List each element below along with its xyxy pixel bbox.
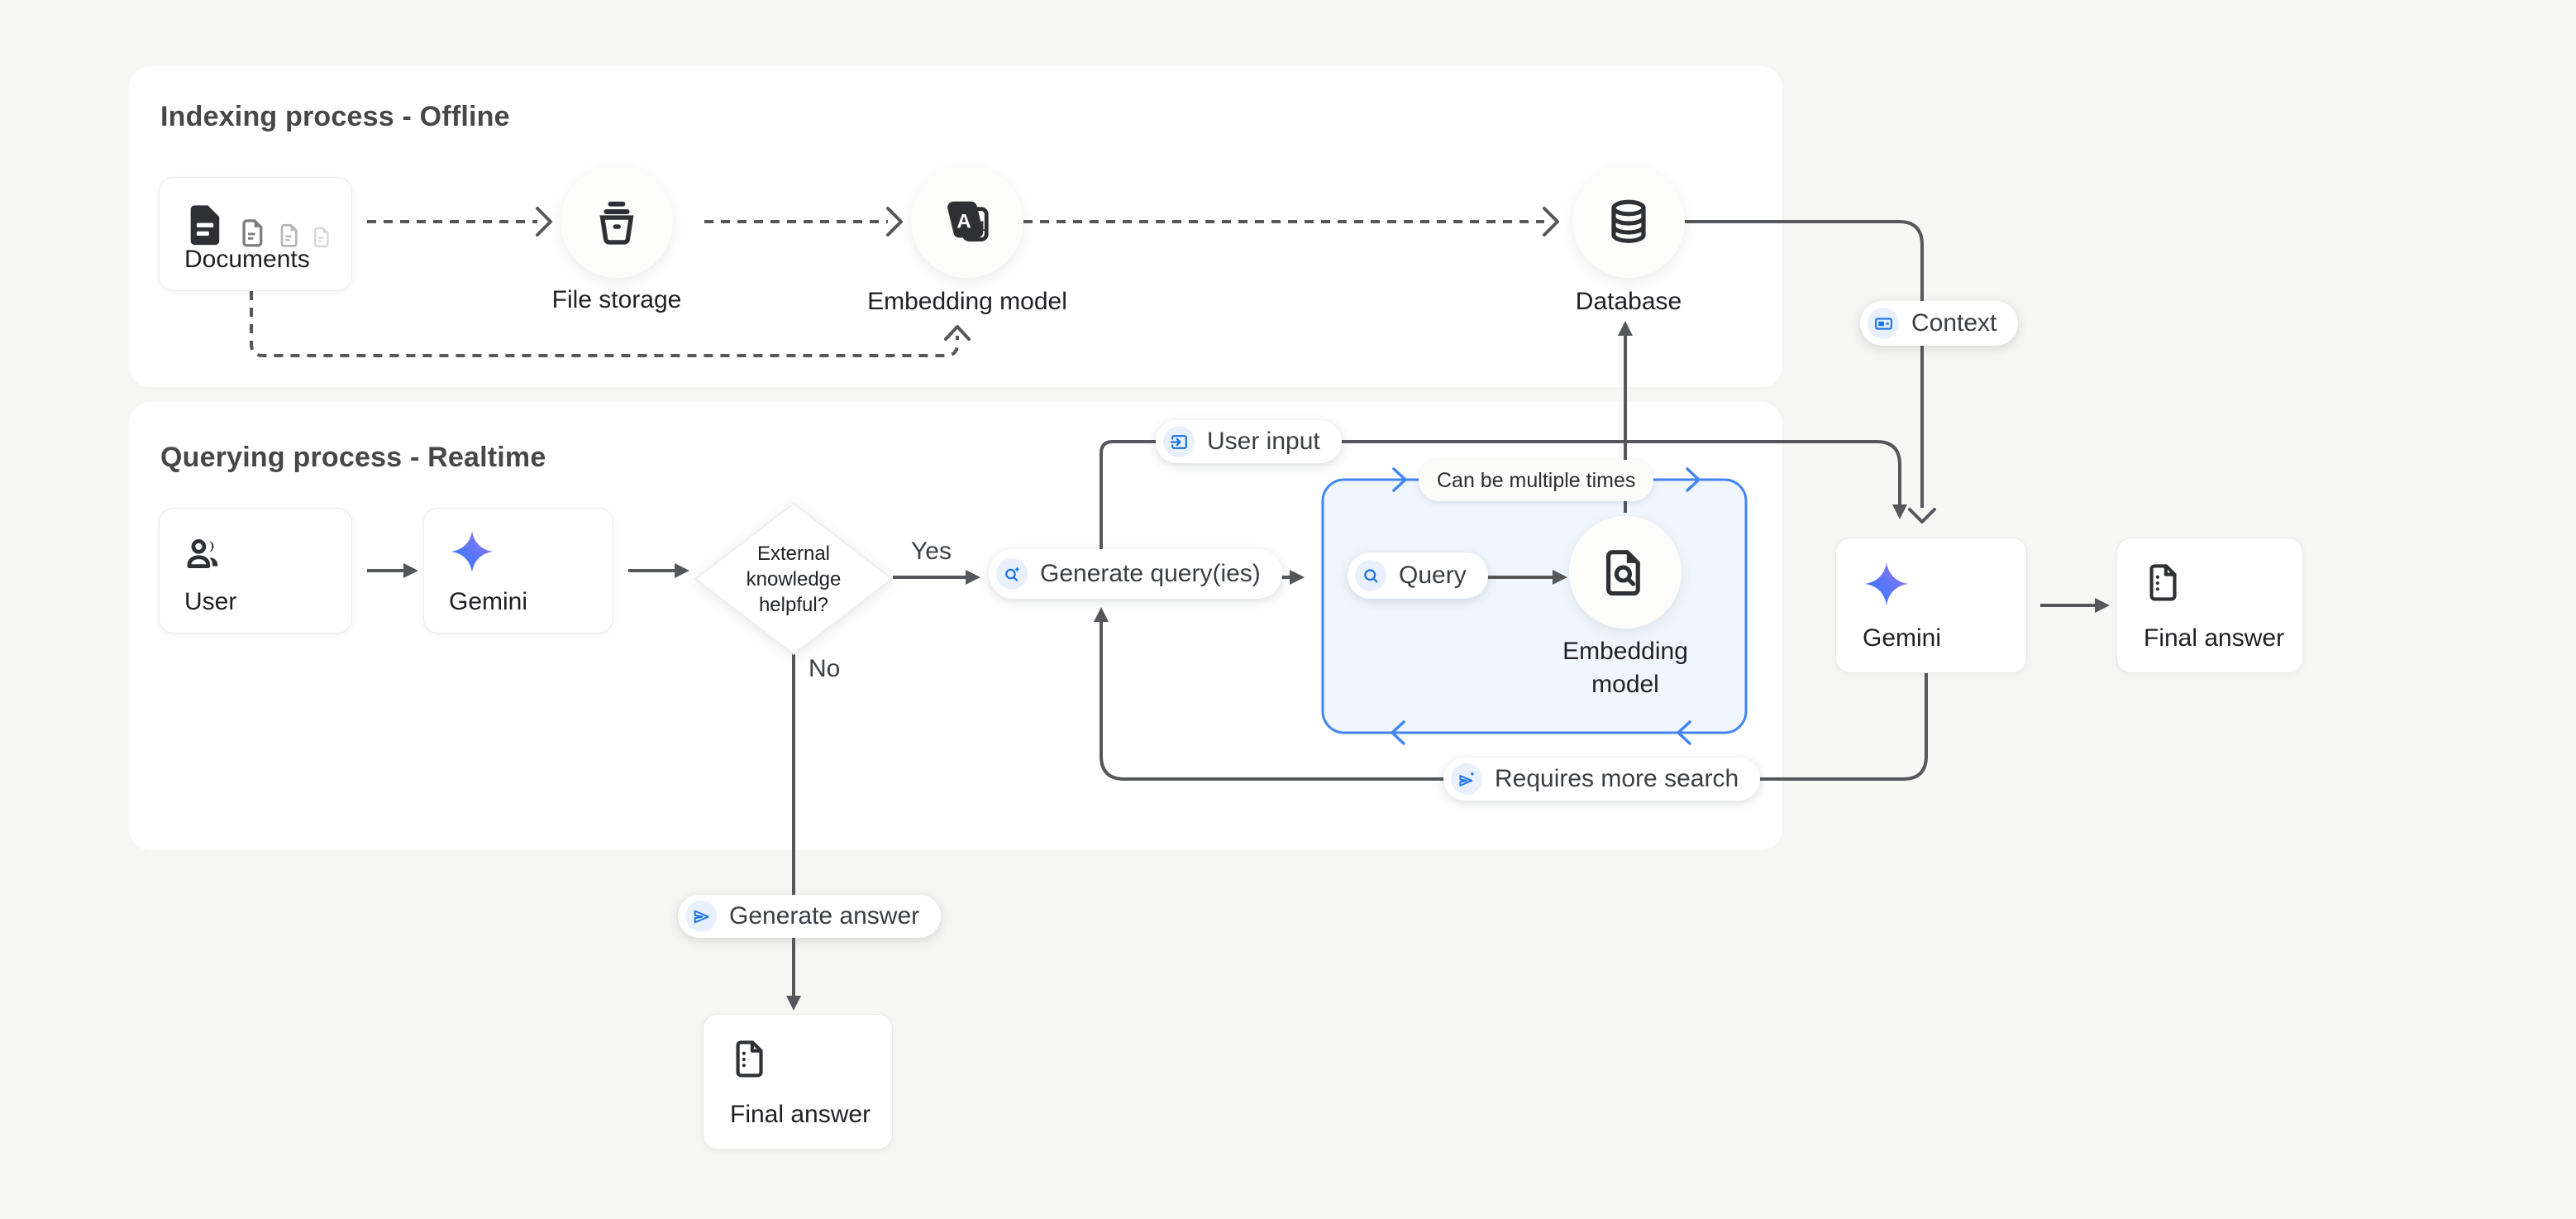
can-be-multiple-times-label: Can be multiple times — [1437, 468, 1636, 492]
embedding-model-offline-node: 0,1 A — [911, 165, 1023, 278]
generate-answer-label: Generate answer — [729, 902, 920, 930]
context-label: Context — [1911, 309, 1997, 337]
query-embedding-model-label: Embedding model — [1562, 638, 1688, 698]
embedding-a-text: A — [956, 210, 971, 232]
final-answer-doc-icon — [2149, 564, 2177, 601]
users-icon — [187, 538, 218, 568]
context-pill: Context — [1860, 301, 2019, 346]
loop-arrow-left — [1677, 720, 1691, 745]
embedding-model-offline-label: Embedding model — [867, 288, 1067, 315]
search-icon — [1355, 560, 1386, 591]
querying-title: Querying process - Realtime — [160, 442, 546, 473]
document-icon — [190, 203, 223, 246]
loop-arrow-right — [1392, 467, 1407, 492]
generate-queries-label: Generate query(ies) — [1040, 560, 1261, 587]
decision-label: External knowledge helpful? — [746, 542, 842, 616]
requires-more-search-pill: Requires more search — [1443, 758, 1761, 801]
gemini-star-icon — [1864, 562, 1909, 606]
search-sparkle-icon — [996, 558, 1028, 590]
yes-label: Yes — [911, 538, 952, 565]
requires-more-search-label: Requires more search — [1495, 765, 1739, 792]
database-icon — [1611, 199, 1646, 243]
file-storage-icon — [599, 201, 634, 245]
dashed-arrowhead — [1543, 207, 1559, 237]
database-label: Database — [1575, 288, 1682, 315]
document-icon — [314, 227, 329, 248]
query-pill: Query — [1348, 552, 1488, 599]
dashed-arrowhead-up — [944, 325, 971, 341]
file-search-icon — [1606, 550, 1640, 596]
gemini-node: Gemini — [423, 508, 613, 633]
gemini-label: Gemini — [449, 588, 528, 615]
decision-diamond: External knowledge helpful? — [693, 501, 894, 657]
loop-arrow-left — [1391, 720, 1405, 745]
input-icon — [1163, 426, 1195, 457]
final-answer-doc-icon — [736, 1040, 763, 1078]
dashed-arrowhead — [536, 207, 552, 237]
final-answer-no-branch-label: Final answer — [730, 1101, 871, 1128]
final-answer-node: Final answer — [2116, 538, 2303, 673]
document-icon — [242, 219, 263, 247]
user-input-label: User input — [1207, 428, 1320, 455]
documents-node: Documents — [159, 177, 352, 291]
database-node — [1572, 165, 1685, 278]
diamond-shape — [694, 503, 893, 655]
embedding-model-icon: 0,1 A — [947, 201, 989, 241]
gemini-star-icon — [451, 530, 494, 573]
query-embedding-model-node — [1569, 516, 1682, 629]
loop-arrow-right — [1686, 467, 1701, 492]
generate-answer-pill: Generate answer — [678, 895, 942, 938]
gemini-final-node: Gemini — [1835, 538, 2027, 673]
query-label: Query — [1399, 562, 1467, 589]
generate-queries-pill: Generate query(ies) — [989, 549, 1282, 599]
context-icon — [1868, 308, 1899, 339]
documents-icon — [183, 201, 334, 249]
user-input-pill: User input — [1156, 420, 1342, 463]
gemini-final-label: Gemini — [1863, 624, 1942, 652]
dashed-arrowhead — [886, 207, 903, 237]
documents-label: Documents — [184, 246, 310, 273]
file-storage-node — [561, 165, 673, 278]
context-arrowhead — [1908, 508, 1936, 523]
no-label: No — [809, 655, 841, 682]
indexing-title: Indexing process - Offline — [160, 101, 510, 132]
final-answer-label: Final answer — [2144, 624, 2285, 652]
document-icon — [280, 223, 298, 247]
final-answer-no-branch-node: Final answer — [703, 1014, 893, 1150]
can-be-multiple-times-pill: Can be multiple times — [1419, 460, 1654, 501]
send-icon — [685, 901, 717, 932]
user-label: User — [184, 588, 237, 615]
user-node: User — [159, 508, 352, 633]
file-storage-label: File storage — [551, 286, 682, 313]
send-sparkle-icon — [1451, 763, 1482, 795]
